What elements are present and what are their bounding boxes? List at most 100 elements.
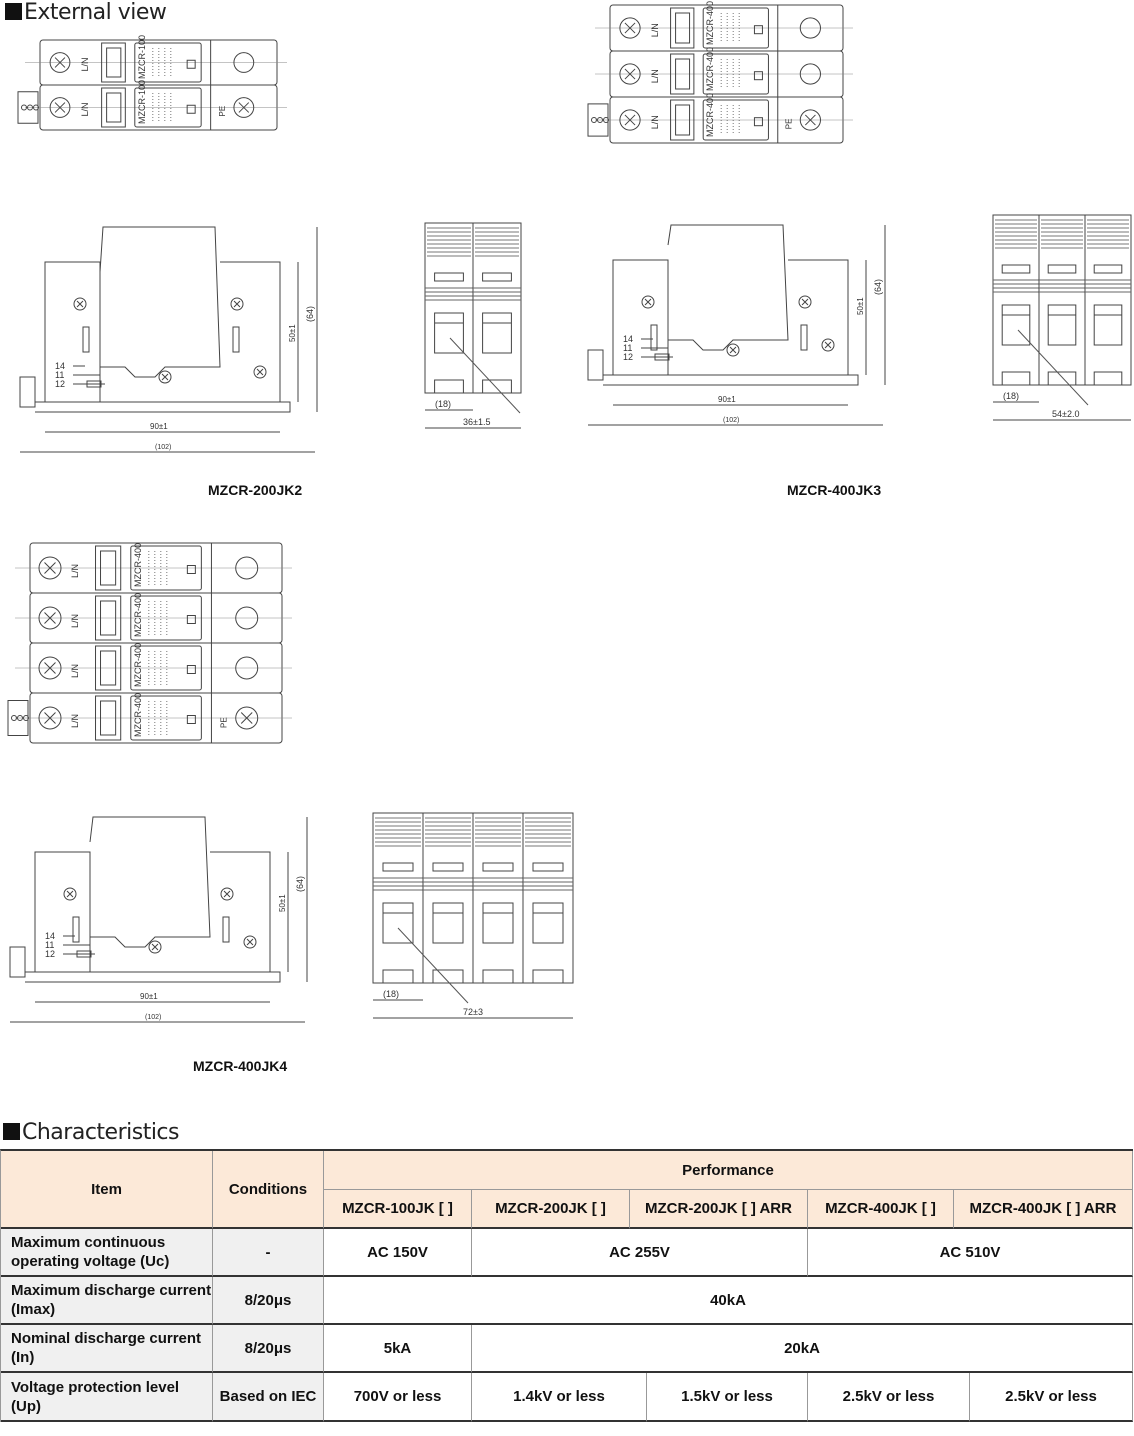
cell: AC 510V: [808, 1229, 1133, 1277]
drawing-line: [233, 52, 255, 73]
drawing-line: [73, 365, 105, 385]
row-label: Maximum discharge current (Imax): [1, 1277, 213, 1325]
screw-icon: [44, 562, 56, 574]
screw-icon: [66, 890, 74, 898]
front-view-jk2: (18) 36±1.5: [424, 222, 522, 429]
drawing-line: [670, 53, 695, 95]
dimension-module: (18): [435, 399, 451, 409]
drawing-line: [63, 935, 95, 955]
header-item: Item: [1, 1151, 213, 1229]
terminal-label: L/N: [650, 69, 660, 83]
drawing-line: [1047, 304, 1077, 346]
terminal-label: L/N: [80, 102, 90, 116]
external-view-heading: External view: [5, 0, 167, 25]
drawing-line: [591, 117, 597, 123]
drawing-line: [1001, 264, 1031, 274]
dimension-overall-height: (64): [295, 876, 305, 892]
row-condition: -: [213, 1229, 324, 1277]
drawing-line: [23, 715, 29, 721]
screw-icon: [256, 368, 264, 376]
drawing-line: [482, 862, 514, 872]
drawing-line: [95, 595, 122, 641]
drawing-line: [186, 715, 196, 724]
drawing-line: [382, 862, 414, 872]
dimension-width: 36±1.5: [463, 417, 490, 427]
drawing-line: [1001, 371, 1031, 386]
drawing-line: [654, 353, 670, 361]
characteristics-table: Item Conditions Performance MZCR-100JK […: [0, 1149, 1133, 1422]
dimension-width: 54±2.0: [1052, 409, 1079, 419]
screw-icon: [158, 370, 172, 384]
drawing-line: [33, 104, 39, 111]
drawing-line: [130, 545, 202, 591]
drawing-line: [482, 969, 514, 984]
dimension-overall: (102): [145, 1014, 161, 1021]
caption-jk2: MZCR-200JK2: [208, 482, 303, 498]
drawing-line: [1047, 371, 1077, 386]
drawing-line: [101, 87, 126, 128]
row-label: Maximum continuous operating voltage (Uc…: [1, 1229, 213, 1277]
drawing-line: [82, 326, 90, 353]
drawing-line: [532, 969, 564, 984]
dimension-module: (18): [383, 989, 399, 999]
drawing-line: [434, 272, 464, 282]
screw-icon: [38, 656, 62, 680]
model-label: MZCR-400: [133, 643, 143, 687]
screw-icon: [223, 890, 231, 898]
drawing-line: [482, 902, 514, 944]
model-label: MZCR-400: [705, 93, 715, 137]
screw-icon: [54, 102, 66, 113]
cell: 2.5kV or less: [970, 1373, 1133, 1422]
terminal-number: 12: [45, 949, 55, 959]
screw-icon: [644, 298, 652, 306]
drawing-line: [641, 338, 673, 358]
header-model: MZCR-200JK [ ]: [472, 1190, 630, 1229]
screw-icon: [233, 97, 255, 118]
screw-icon: [148, 940, 162, 954]
drawing-line: [702, 99, 769, 141]
drawing-line: [76, 950, 92, 958]
drawing-line: [1093, 264, 1123, 274]
screw-icon: [801, 298, 809, 306]
cell: AC 150V: [324, 1229, 472, 1277]
screw-icon: [624, 68, 636, 80]
dimension-width: 90±1: [140, 992, 158, 1001]
caption-jk3: MZCR-400JK3: [787, 482, 882, 498]
drawing-line: [25, 971, 281, 983]
screw-icon: [235, 706, 259, 730]
drawing-line: [675, 104, 691, 136]
screw-icon: [619, 17, 641, 39]
drawing-line: [72, 916, 80, 943]
cover-outline: [89, 816, 211, 948]
drawing-line: [232, 326, 240, 353]
drawing-line: [100, 700, 117, 736]
terminal-number: 11: [45, 940, 54, 950]
heading-text: Characteristics: [22, 1120, 179, 1145]
dimension-overall: (102): [723, 417, 739, 424]
drawing-line: [186, 665, 196, 674]
screw-icon: [238, 102, 250, 113]
drawing-line: [670, 99, 695, 141]
drawing-line: [434, 312, 464, 354]
cell: 1.4kV or less: [472, 1373, 647, 1422]
header-model: MZCR-400JK [ ]: [808, 1190, 954, 1229]
screw-icon: [73, 297, 87, 311]
drawing-line: [27, 104, 33, 111]
drawing-line: [100, 600, 117, 636]
drawing-line: [382, 902, 414, 944]
cell: 20kA: [472, 1325, 1133, 1373]
drawing-line: [670, 7, 695, 49]
model-label: MZCR-400: [133, 543, 143, 587]
dimension-overall: (102): [155, 444, 171, 451]
drawing-line: [482, 312, 512, 354]
row-condition: 8/20μs: [213, 1325, 324, 1373]
drawing-line: [17, 715, 23, 721]
screw-icon: [240, 712, 253, 724]
screw-icon: [233, 300, 241, 308]
screw-icon: [220, 887, 234, 901]
drawing-line: [482, 272, 512, 282]
screw-icon: [161, 373, 169, 381]
drawing-line: [432, 862, 464, 872]
cover-outline: [99, 226, 221, 378]
